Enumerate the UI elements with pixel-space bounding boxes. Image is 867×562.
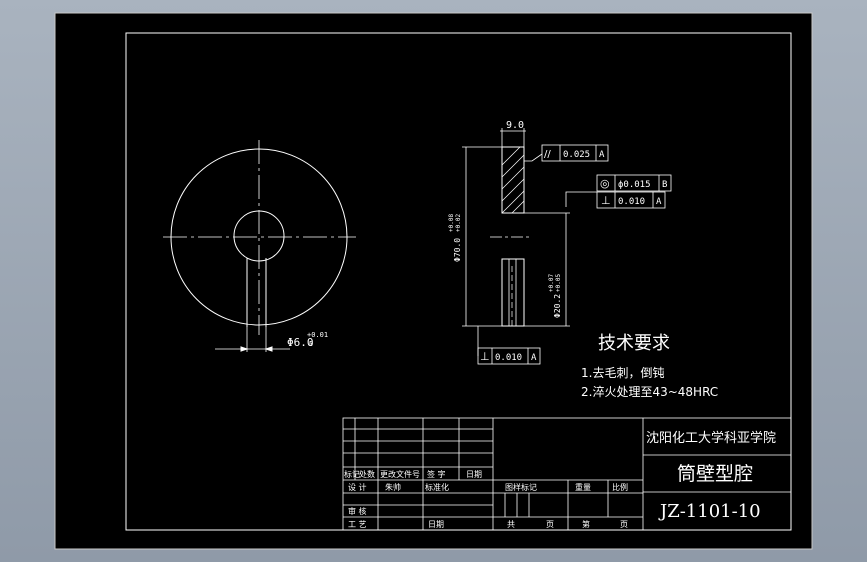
tech-req-item-1: 1.去毛刺，倒钝 bbox=[581, 366, 664, 380]
thickness-label: 9.0 bbox=[506, 120, 524, 131]
fcf-coax-value: ϕ0.015 bbox=[618, 180, 651, 190]
fcf-coax-symbol: ◎ bbox=[600, 177, 610, 190]
fcf-perp-lower-value: 0.010 bbox=[495, 353, 522, 363]
od-tol-upper: +0.08 bbox=[448, 214, 455, 232]
tb-h-ye: 页 bbox=[546, 520, 554, 529]
tb-h-biaozhunhua: 标准化 bbox=[425, 482, 449, 492]
od-tol-lower: +0.02 bbox=[455, 214, 462, 232]
tb-h-chushu: 处数 bbox=[359, 469, 375, 479]
tb-h-shenhe: 审 核 bbox=[348, 506, 367, 516]
tb-h-zhongliang: 重量 bbox=[575, 482, 591, 492]
side-view bbox=[462, 128, 597, 356]
dim-arrow-right bbox=[264, 346, 273, 352]
drawing-background bbox=[54, 12, 813, 550]
tb-h-gongyi: 工 艺 bbox=[348, 520, 367, 529]
fcf-coaxiality: ◎ ϕ0.015 B bbox=[596, 174, 672, 192]
id-tol-upper: +0.07 bbox=[548, 274, 555, 292]
upper-hatch bbox=[501, 146, 525, 214]
tb-h-gengzheng: 更改文件号 bbox=[380, 469, 420, 479]
tb-drawing-number: JZ-1101-10 bbox=[658, 501, 761, 522]
tech-req-title: 技术要求 bbox=[598, 333, 670, 354]
fcf-parallel-symbol: // bbox=[544, 149, 551, 160]
leader-coaxiality bbox=[565, 191, 597, 207]
tb-h-tuyang: 图样标记 bbox=[505, 482, 537, 492]
fcf-perp-lower-datum: A bbox=[531, 353, 537, 363]
fcf-parallelism: // 0.025 A bbox=[541, 144, 609, 162]
dim-arrow-left bbox=[240, 346, 249, 352]
fcf-parallel-value: 0.025 bbox=[563, 150, 590, 160]
id-tol-lower: +0.05 bbox=[555, 274, 562, 292]
tb-h-bili: 比例 bbox=[612, 482, 628, 492]
fcf-perp-upper: ⊥ 0.010 A bbox=[596, 191, 666, 209]
id-label: Φ20.2 bbox=[553, 294, 562, 318]
tb-h-ye2: 页 bbox=[620, 520, 628, 529]
fcf-perp-upper-datum: A bbox=[656, 197, 662, 207]
front-view bbox=[163, 140, 356, 352]
side-upper-body bbox=[501, 146, 525, 214]
tb-sign-mark: 朱帅 bbox=[385, 482, 401, 492]
tb-h-qianzi: 签 字 bbox=[427, 469, 446, 479]
title-block bbox=[342, 417, 792, 531]
fcf-perp-lower: ⊥ 0.010 A bbox=[477, 347, 541, 365]
fcf-perp-upper-value: 0.010 bbox=[618, 197, 645, 207]
tb-h-di: 第 bbox=[582, 519, 590, 529]
tb-school: 沈阳化工大学科亚学院 bbox=[646, 430, 776, 446]
bore-dimension-label: Φ6.0 bbox=[287, 336, 314, 349]
tb-h-riqi: 日期 bbox=[466, 470, 482, 479]
fcf-perp-upper-symbol: ⊥ bbox=[601, 194, 611, 207]
od-label: Φ70.0 bbox=[453, 238, 462, 262]
tb-h-riqi2: 日期 bbox=[428, 520, 444, 529]
tb-h-biaoji: 标记 bbox=[344, 469, 360, 479]
tb-h-sheji: 设 计 bbox=[348, 482, 367, 492]
bore-tol-lower: 0 bbox=[309, 340, 313, 348]
fcf-coax-datum: B bbox=[662, 180, 667, 190]
tb-part-name: 筒壁型腔 bbox=[677, 463, 753, 485]
side-lower-body bbox=[501, 258, 525, 327]
tb-h-gong: 共 bbox=[507, 520, 515, 529]
fcf-perp-lower-symbol: ⊥ bbox=[480, 350, 490, 363]
fcf-parallel-datum: A bbox=[599, 150, 605, 160]
leader-parallelism bbox=[524, 153, 543, 162]
tech-req-item-2: 2.淬火处理至43~48HRC bbox=[581, 384, 718, 399]
bore-tol-upper: +0.01 bbox=[307, 331, 328, 339]
